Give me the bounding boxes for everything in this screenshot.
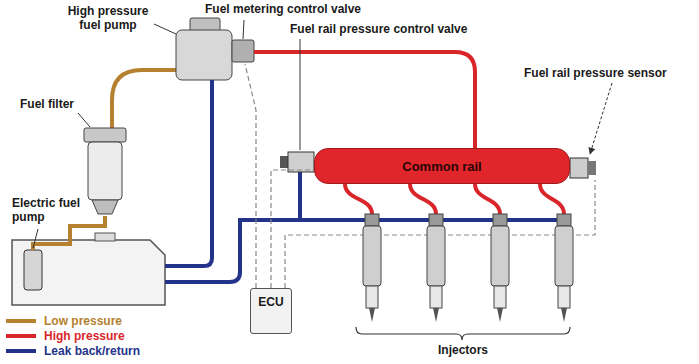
- node-text: Common rail: [402, 159, 481, 174]
- return-pipe: [298, 172, 302, 220]
- high-pressure-pipe: [254, 52, 475, 150]
- low-pressure-pipe: [112, 70, 178, 128]
- part-label: Fuel filter: [20, 97, 74, 111]
- common-rail: Common rail: [314, 148, 570, 184]
- injector-stem: [430, 286, 442, 308]
- high-pressure-pipe: [540, 184, 564, 214]
- electric-pump-body: [24, 250, 42, 290]
- pressure-control-valve: [288, 152, 314, 172]
- legend-swatch: [6, 319, 36, 323]
- legend-text: High pressure: [44, 329, 125, 343]
- injector-stem: [558, 286, 570, 308]
- injector: [363, 214, 381, 322]
- injector-body: [363, 226, 381, 286]
- signal-wire: [245, 64, 256, 288]
- leader-line: [78, 113, 90, 127]
- signal-wire: [285, 180, 595, 288]
- injector-body: [491, 226, 509, 286]
- filter-body: [88, 142, 122, 200]
- legend-row: Low pressure: [6, 313, 140, 328]
- injector-nozzle: [433, 308, 439, 322]
- ecu-box: ECU: [250, 288, 292, 334]
- sensor-plug: [588, 161, 596, 175]
- injector-stem: [494, 286, 506, 308]
- filter-head: [84, 128, 126, 142]
- part-label: Fuel rail pressure sensor: [524, 66, 667, 80]
- leader-line: [154, 24, 176, 34]
- leader-line: [33, 229, 38, 248]
- leader-arrow: [590, 83, 612, 154]
- leader-line: [243, 20, 244, 39]
- part-label: Fuel rail pressure control valve: [290, 22, 467, 36]
- injector: [427, 214, 445, 322]
- filter-bowl: [92, 200, 118, 214]
- injector-nozzle: [369, 308, 375, 322]
- leader-line: [300, 39, 301, 150]
- injector: [555, 214, 573, 322]
- legend-row: Leak back/return: [6, 343, 140, 358]
- high-pressure-pipe: [475, 184, 500, 214]
- legend-swatch: [6, 349, 36, 353]
- legend-text: Low pressure: [44, 314, 122, 328]
- part-label: High pressure fuel pump: [58, 4, 158, 32]
- pump-body: [176, 30, 232, 80]
- part-label: Fuel metering control valve: [205, 2, 361, 16]
- injector-stem: [366, 286, 378, 308]
- high-pressure-pipe: [345, 184, 372, 214]
- tank-cap: [95, 233, 115, 241]
- metering-valve: [232, 40, 254, 62]
- injector-head: [557, 214, 571, 226]
- legend-text: Leak back/return: [44, 344, 140, 358]
- injector-head: [429, 214, 443, 226]
- return-pipe: [165, 80, 212, 266]
- injector-head: [365, 214, 379, 226]
- pressure-sensor: [570, 158, 588, 178]
- signal-wire: [271, 170, 314, 288]
- legend: Low pressureHigh pressureLeak back/retur…: [6, 313, 140, 358]
- node-text: ECU: [258, 295, 283, 309]
- injector-nozzle: [497, 308, 503, 322]
- injector-bracket: [356, 327, 570, 340]
- injector-body: [427, 226, 445, 286]
- legend-row: High pressure: [6, 328, 140, 343]
- injector-head: [493, 214, 507, 226]
- injector: [491, 214, 509, 322]
- legend-swatch: [6, 334, 36, 338]
- group-label: Injectors: [438, 343, 488, 357]
- part-label: Electric fuel pump: [12, 196, 96, 224]
- high-pressure-pipe: [410, 184, 436, 214]
- injector-nozzle: [561, 308, 567, 322]
- injector-body: [555, 226, 573, 286]
